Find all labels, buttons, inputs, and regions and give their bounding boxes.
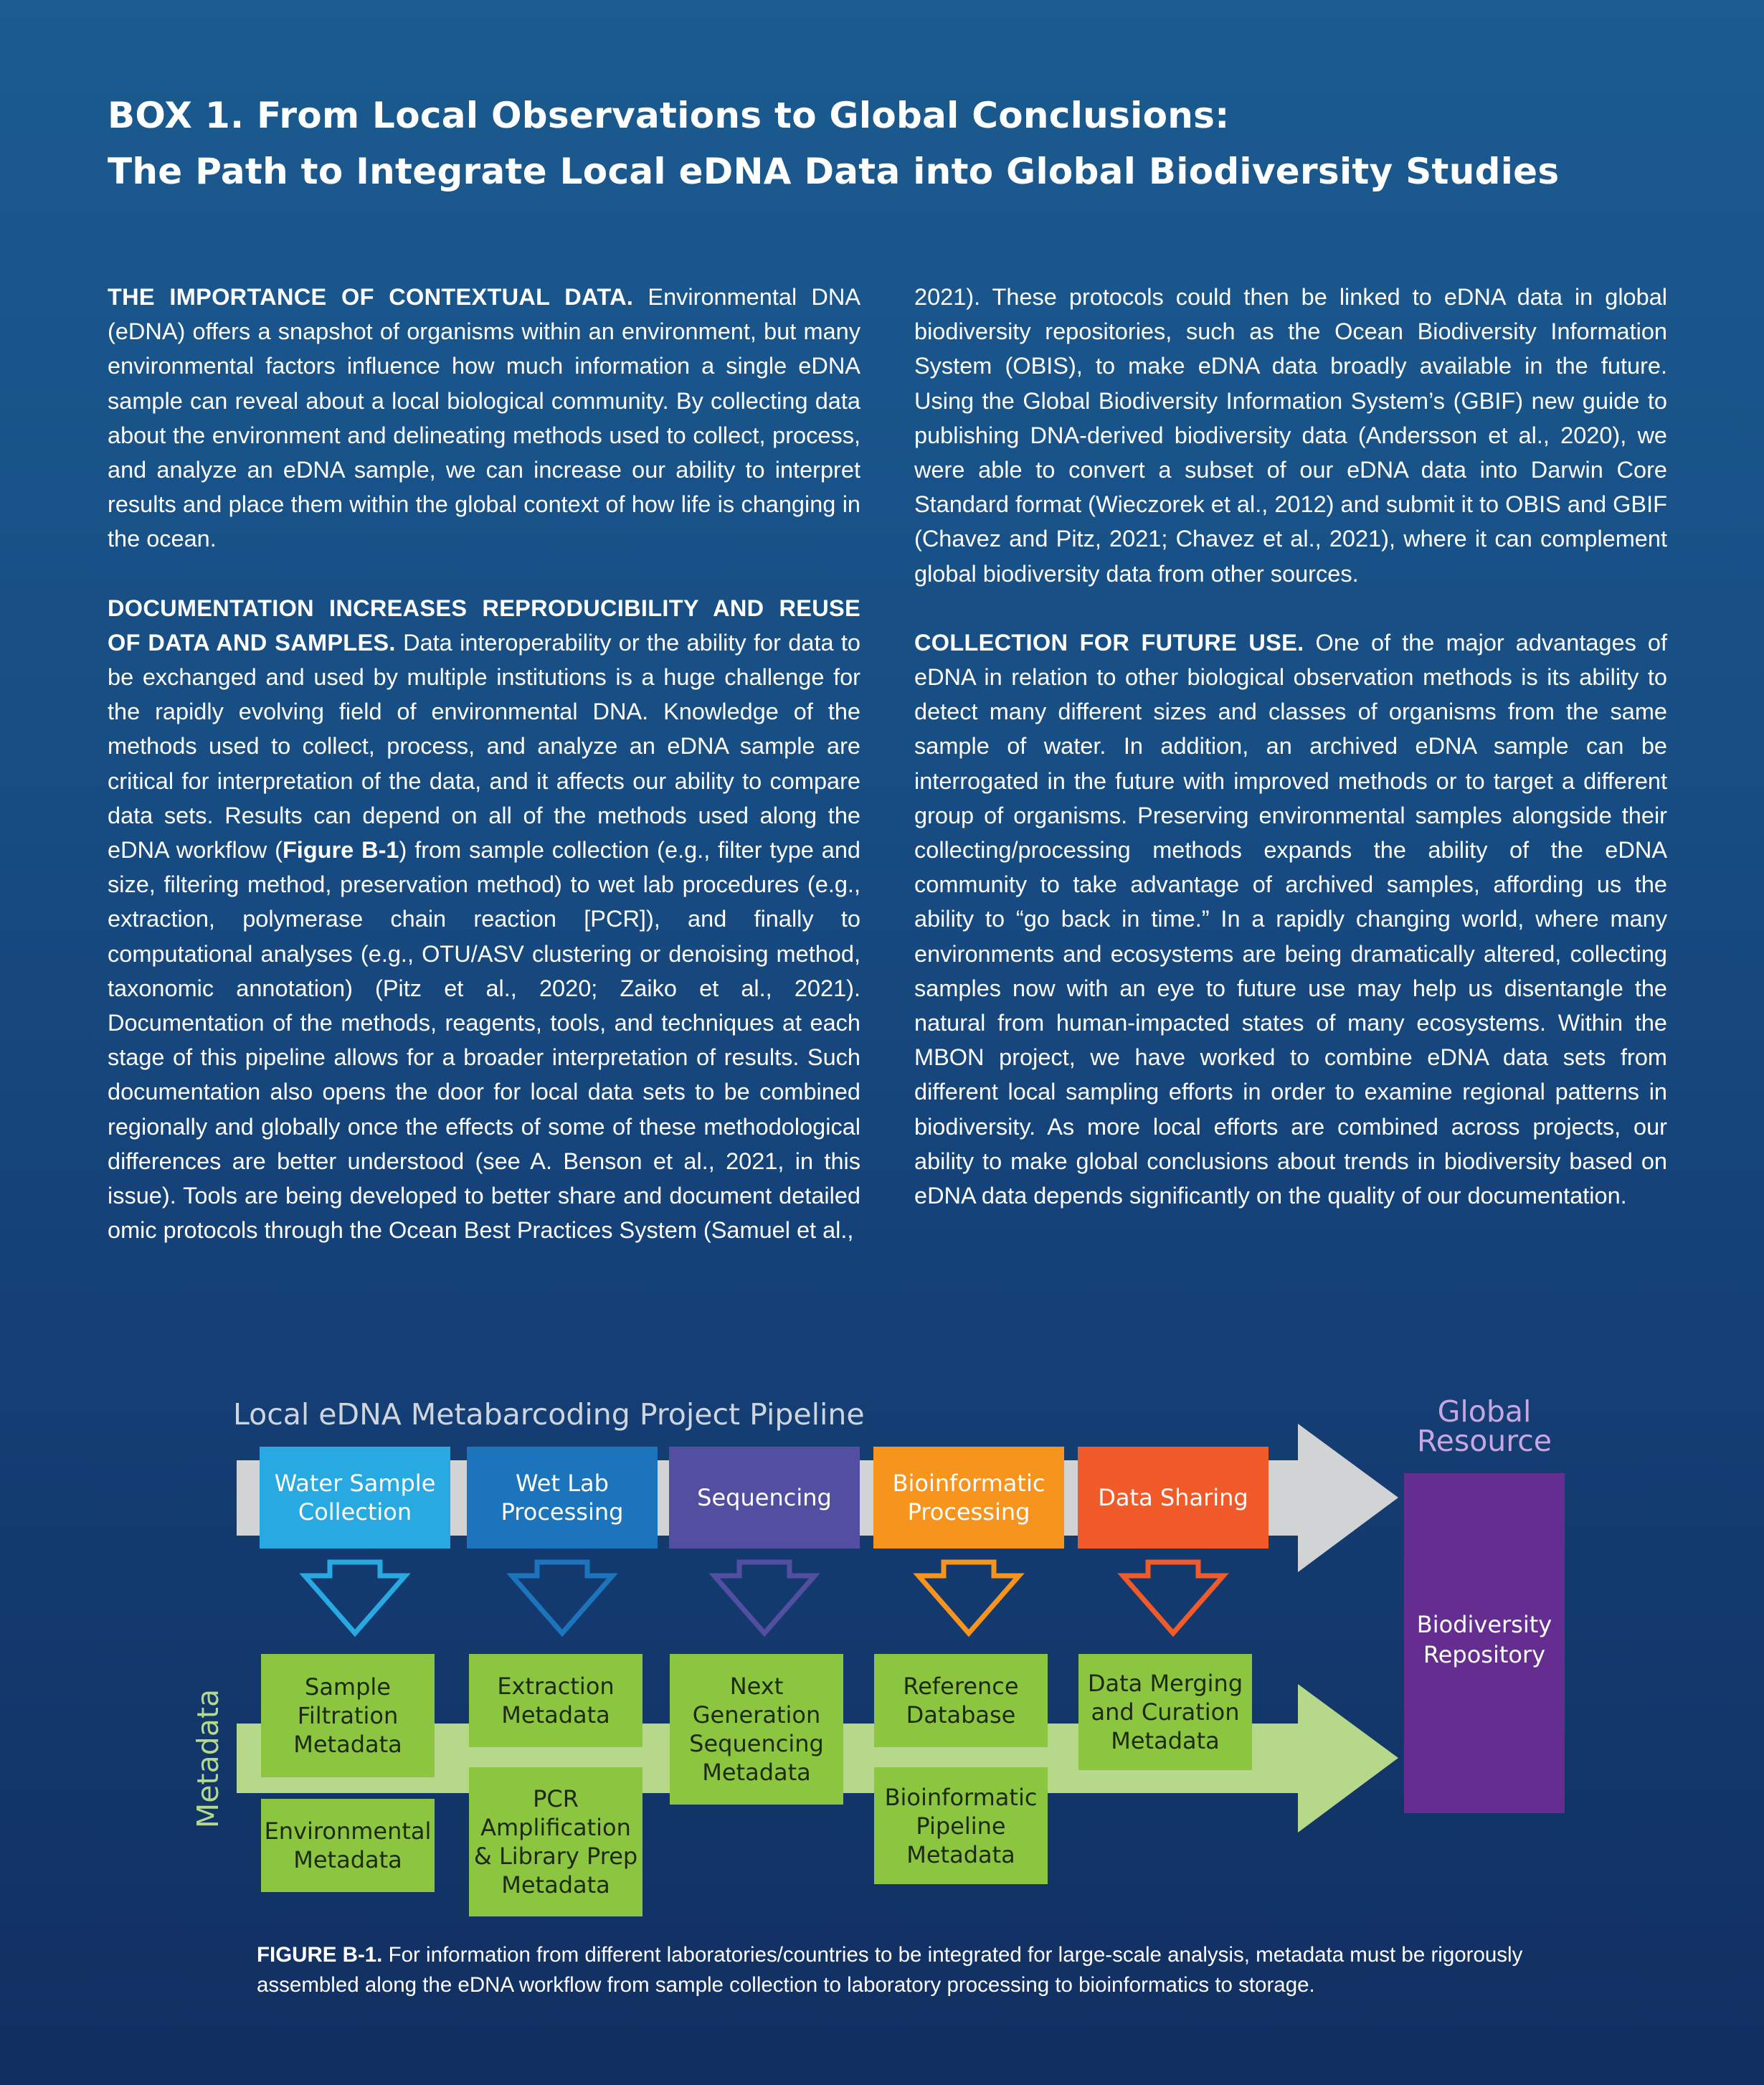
documentation-continued: 2021). These protocols could then be lin… bbox=[914, 284, 1667, 587]
down-arrow-sequencing bbox=[708, 1559, 820, 1637]
contextual-paragraph: THE IMPORTANCE OF CONTEXTUAL DATA. Envir… bbox=[108, 280, 860, 557]
collection-body: One of the major advantages of eDNA in r… bbox=[914, 629, 1667, 1209]
contextual-heading: THE IMPORTANCE OF CONTEXTUAL DATA. bbox=[108, 284, 634, 310]
stage-data-sharing: Data Sharing bbox=[1078, 1447, 1269, 1549]
down-arrow-sharing bbox=[1117, 1559, 1229, 1637]
data-merging-metadata-box: Data Merging and Curation Metadata bbox=[1078, 1654, 1252, 1770]
stage-sequencing: Sequencing bbox=[669, 1447, 860, 1549]
reference-database-box: Reference Database bbox=[874, 1654, 1048, 1747]
extraction-metadata-box: Extraction Metadata bbox=[469, 1654, 642, 1747]
metadata-axis-label: Metadata bbox=[191, 1688, 225, 1829]
biodiversity-repository-box: Biodiversity Repository bbox=[1404, 1473, 1565, 1813]
box-title: BOX 1. From Local Observations to Global… bbox=[108, 88, 1685, 199]
collection-heading: COLLECTION FOR FUTURE USE. bbox=[914, 629, 1304, 656]
left-column: THE IMPORTANCE OF CONTEXTUAL DATA. Envir… bbox=[108, 280, 860, 1282]
caption-label: FIGURE B-1. bbox=[257, 1943, 383, 1967]
collection-paragraph: COLLECTION FOR FUTURE USE. One of the ma… bbox=[914, 625, 1667, 1213]
stage-water-sample-collection: Water Sample Collection bbox=[260, 1447, 450, 1549]
documentation-body-a: Data interoperability or the ability for… bbox=[108, 629, 860, 864]
down-arrow-bioinformatic bbox=[913, 1559, 1025, 1637]
down-arrow-wetlab bbox=[506, 1559, 618, 1637]
documentation-body-b: ) from sample collection (e.g., filter t… bbox=[108, 837, 860, 1244]
stage-wet-lab-processing: Wet Lab Processing bbox=[467, 1447, 658, 1549]
contextual-body: Environmental DNA (eDNA) offers a snapsh… bbox=[108, 284, 860, 552]
figure-caption: FIGURE B-1. For information from differe… bbox=[257, 1940, 1583, 2000]
documentation-heading: DOCUMENTATION INCREASES REPRODUCIBILITY … bbox=[108, 595, 860, 656]
pipeline-title: Local eDNA Metabarcoding Project Pipelin… bbox=[233, 1397, 865, 1432]
pcr-metadata-box: PCR Amplification & Library Prep Metadat… bbox=[469, 1767, 642, 1916]
repository-label: Biodiversity Repository bbox=[1416, 1611, 1552, 1668]
stage-bioinformatic-processing: Bioinformatic Processing bbox=[873, 1447, 1064, 1549]
global-resource-title: Global Resource bbox=[1416, 1394, 1552, 1458]
documentation-paragraph: DOCUMENTATION INCREASES REPRODUCIBILITY … bbox=[108, 591, 860, 1248]
ngs-metadata-box: Next Generation Sequencing Metadata bbox=[670, 1654, 843, 1805]
caption-text: For information from different laborator… bbox=[257, 1943, 1523, 1997]
sample-filtration-metadata-box: Sample Filtration Metadata bbox=[261, 1654, 435, 1777]
title-line-2: The Path to Integrate Local eDNA Data in… bbox=[108, 151, 1560, 192]
right-column: 2021). These protocols could then be lin… bbox=[914, 280, 1667, 1247]
environmental-metadata-box: Environmental Metadata bbox=[261, 1799, 435, 1892]
figure-reference: Figure B-1 bbox=[282, 837, 399, 864]
down-arrow-water bbox=[299, 1559, 411, 1637]
title-line-1: BOX 1. From Local Observations to Global… bbox=[108, 95, 1230, 136]
bioinformatic-pipeline-metadata-box: Bioinformatic Pipeline Metadata bbox=[874, 1767, 1048, 1884]
